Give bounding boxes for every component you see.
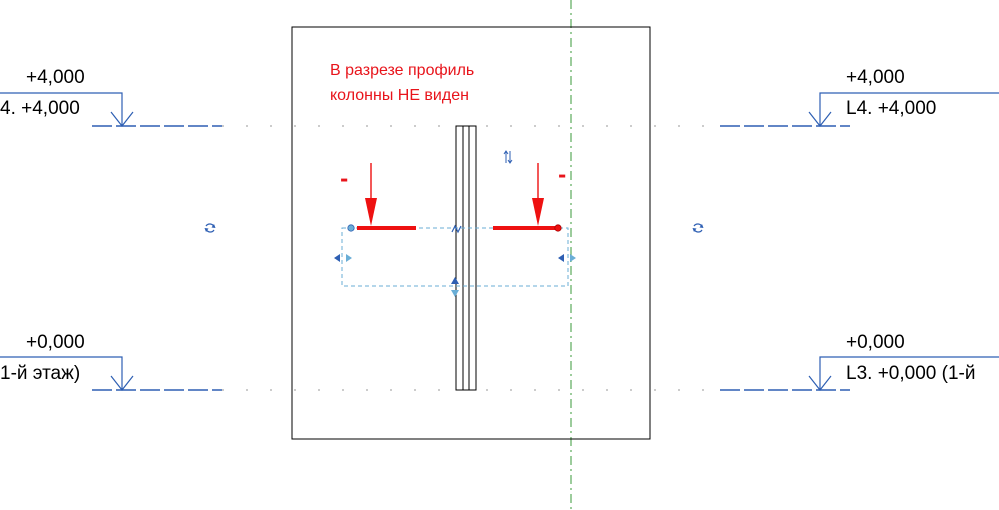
- flip-icon[interactable]: [503, 150, 513, 164]
- section-end-grip[interactable]: [554, 224, 562, 232]
- level-head-right-lower[interactable]: +0,000 L3. +0,000 (1-й: [720, 332, 999, 391]
- rotate-icon[interactable]: [204, 223, 216, 233]
- level-name: L4. +4,000: [846, 98, 936, 119]
- section-annotation[interactable]: В разрезе профиль колонны НЕ виден: [330, 62, 474, 104]
- drag-arrows-icon[interactable]: [334, 254, 352, 262]
- section-arrow-left: [365, 163, 377, 226]
- level-head-left-lower[interactable]: +0,000 1-й этаж): [0, 332, 222, 391]
- column-profile[interactable]: [455, 125, 477, 391]
- annotation-line-2: колонны НЕ виден: [330, 87, 469, 104]
- level-value: +0,000: [846, 332, 905, 353]
- level-value: +4,000: [26, 67, 85, 88]
- break-line-icon[interactable]: [451, 224, 462, 234]
- section-line[interactable]: [347, 224, 562, 232]
- level-name: 4. +4,000: [0, 98, 80, 119]
- drag-arrows-icon[interactable]: [558, 254, 576, 262]
- rotate-icon[interactable]: [692, 223, 704, 233]
- annotation-line-1: В разрезе профиль: [330, 62, 474, 79]
- section-end-grip[interactable]: [347, 224, 355, 232]
- section-mark-right: -: [558, 163, 566, 187]
- drag-arrows-icon[interactable]: [451, 277, 459, 297]
- level-value: +0,000: [26, 332, 85, 353]
- section-mark-left: -: [340, 167, 348, 191]
- level-head-right-upper[interactable]: +4,000 L4. +4,000: [720, 67, 999, 127]
- section-arrow-right: [532, 163, 544, 226]
- section-view-boundary[interactable]: [291, 26, 651, 440]
- level-name: L3. +0,000 (1-й: [846, 363, 975, 384]
- section-crop-region[interactable]: [341, 227, 569, 287]
- level-value: +4,000: [846, 67, 905, 88]
- level-name: 1-й этаж): [0, 363, 80, 384]
- level-head-left-upper[interactable]: +4,000 4. +4,000: [0, 67, 222, 127]
